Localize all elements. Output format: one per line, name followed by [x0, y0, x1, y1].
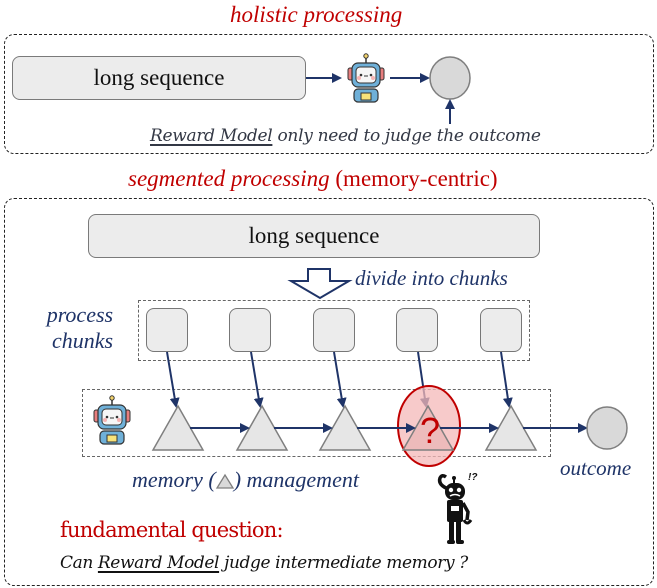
arrow-chunk-3-to-memory-3: [333, 351, 347, 408]
holistic-title: holistic processing: [230, 2, 403, 27]
reward-model-label-2: Reward Model: [97, 553, 220, 573]
chunk-5: [480, 308, 522, 352]
outcome-label: outcome: [560, 456, 632, 480]
memory-triangle-icon: [215, 473, 234, 489]
chunk-1: [146, 308, 188, 352]
segmented-long-sequence-box: long sequence: [88, 214, 540, 258]
svg-text:!?: !?: [468, 472, 477, 483]
chunk-3: [313, 308, 355, 352]
divide-arrow-icon: [287, 268, 353, 300]
arrow-chunk-1-to-memory-1: [166, 351, 180, 408]
segmented-long-sequence-label: long sequence: [248, 223, 380, 248]
process-chunks-label: process chunks: [46, 302, 114, 353]
holistic-long-sequence-box: long sequence: [12, 56, 306, 100]
fundamental-question-text: Can Reward Model judge intermediate memo…: [60, 553, 468, 573]
chunk-4: [396, 308, 438, 352]
segmented-outcome-node: [586, 406, 628, 450]
reward-model-robot-icon-2: [93, 395, 131, 445]
holistic-long-sequence-label: long sequence: [93, 65, 225, 90]
holistic-caption: Reward Model only need to judge the outc…: [150, 126, 541, 146]
memory-management-label: memory () management: [132, 467, 359, 492]
fundamental-question-heading: fundamental question:: [60, 518, 284, 542]
chunk-2: [229, 308, 271, 352]
arrow-chunk-2-to-memory-2: [250, 351, 264, 408]
divide-into-chunks-label: divide into chunks: [355, 266, 508, 290]
confused-robot-icon: !?: [437, 472, 477, 544]
segmented-panel: [4, 198, 654, 586]
chunks-group: [138, 300, 530, 361]
reward-model-label: Reward Model: [150, 126, 273, 146]
memory-management-group: [82, 389, 551, 457]
arrow-chunk-5-to-memory-5: [500, 351, 513, 408]
segmented-title: segmented processing (memory-centric): [128, 166, 498, 191]
reward-model-robot-icon: [347, 53, 385, 103]
question-mark-icon: ?: [420, 410, 440, 451]
holistic-panel: [4, 34, 654, 154]
